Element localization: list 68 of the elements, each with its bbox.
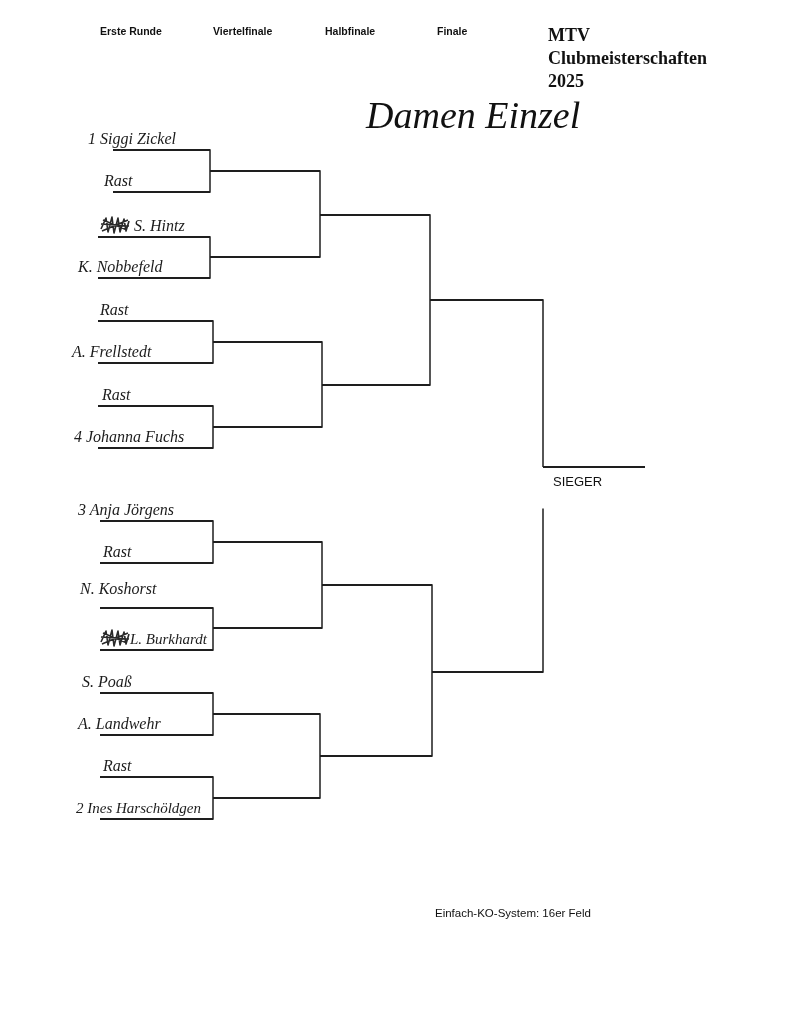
bracket-line [213, 426, 322, 428]
bracket-line [213, 713, 320, 715]
entry-name: A. Landwehr [78, 715, 161, 733]
bracket-line [213, 627, 322, 629]
entry-name: L. Burkhardt [130, 631, 207, 648]
bracket-line [430, 299, 543, 301]
round-heading: Halbfinale [325, 25, 376, 38]
entry-name: Rast [100, 301, 129, 319]
bracket-line [210, 170, 320, 172]
bracket-connector [321, 385, 323, 428]
entry-name: Rast [103, 543, 132, 561]
tournament-title: MTV Clubmeisterschaften 2025 [548, 24, 708, 93]
bracket-connector [209, 257, 211, 279]
bracket-connector [321, 585, 323, 629]
entry-name: S. Poaß [82, 673, 132, 691]
bracket-connector [212, 405, 214, 427]
bracket-connector [212, 714, 214, 736]
bracket-connector [212, 427, 214, 449]
entry-name: N. Koshorst [80, 580, 157, 598]
round-heading: Finale [437, 25, 468, 38]
round-heading: Viertelfinale [213, 25, 273, 38]
bracket-connector [431, 672, 433, 757]
round-heading: Erste Runde [100, 25, 162, 38]
bracket-connector [319, 215, 321, 258]
entry-name: A. Frellstedt [72, 343, 152, 361]
bracket-connector [209, 171, 211, 193]
bracket-line [213, 341, 322, 343]
bracket-line [322, 584, 432, 586]
entry-name: K. Nobbefeld [78, 258, 163, 276]
bracket-line [432, 671, 543, 673]
bracket-line [320, 214, 430, 216]
bracket-connector [542, 299, 544, 467]
entry-name: Rast [103, 757, 132, 775]
entry-name: 2 Ines Harschöldgen [76, 800, 201, 817]
bracket-line [213, 797, 320, 799]
bracket-connector [212, 342, 214, 364]
bracket-line [210, 256, 320, 258]
bracket-connector [431, 584, 433, 672]
entry-name: S. Hintz [134, 217, 185, 235]
bracket-connector [212, 798, 214, 820]
bracket-connector [209, 236, 211, 257]
bracket-connector [212, 520, 214, 542]
bracket-connector [212, 692, 214, 714]
bracket-connector [212, 542, 214, 564]
handwritten-heading: Damen Einzel [366, 96, 581, 134]
bracket-line [213, 541, 322, 543]
winner-label: SIEGER [553, 474, 603, 490]
bracket-line [320, 755, 432, 757]
entry-name: 4 Johanna Fuchs [74, 428, 185, 446]
bracket-connector [212, 607, 214, 628]
entry-name: Rast [104, 172, 133, 190]
bracket-connector [212, 320, 214, 342]
entry-name: 1 Siggi Zickel [88, 130, 176, 148]
bracket-connector [542, 508, 544, 673]
entry-name: Rast [102, 386, 131, 404]
bracket-connector [429, 214, 431, 300]
bracket-connector [209, 149, 211, 171]
bracket-connector [212, 628, 214, 651]
bracket-connector [321, 541, 323, 585]
bracket-connector [429, 300, 431, 386]
bracket-connector [319, 713, 321, 756]
bracket-connector [319, 756, 321, 799]
bracket-connector [319, 170, 321, 215]
bracket-connector [321, 341, 323, 385]
bracket-line [322, 384, 430, 386]
bracket-connector [212, 776, 214, 798]
format-note: Einfach-KO-System: 16er Feld [435, 907, 591, 921]
entry-name: 3 Anja Jörgens [78, 501, 174, 519]
